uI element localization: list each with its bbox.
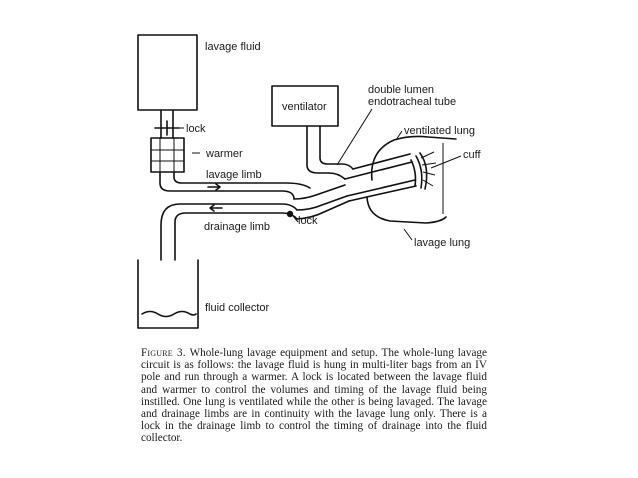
drainage-flow-arrow	[209, 204, 223, 212]
drainage-limb-label: drainage limb	[204, 221, 270, 233]
ventilated-lung-outline	[370, 135, 457, 181]
caption-label: Figure 3.	[141, 347, 186, 359]
top-lock-label: lock	[186, 123, 206, 135]
tube-label-line2: endotracheal tube	[368, 96, 456, 108]
bronchial-branches	[420, 151, 437, 187]
drainage-limb-tube	[160, 203, 298, 261]
figure-caption: Figure 3. Whole-lung lavage equipment an…	[141, 347, 487, 445]
lavage-flow-arrow	[207, 183, 221, 191]
ventilated-lung-label: ventilated lung	[404, 125, 475, 137]
ventilator-circuit	[306, 125, 354, 180]
lavage-limb-tube	[159, 171, 311, 200]
lavage-lung-label: lavage lung	[414, 237, 470, 249]
lavage-limb-label: lavage limb	[206, 169, 262, 181]
caption-text: Whole-lung lavage equipment and setup. T…	[141, 347, 487, 445]
ventilator-box	[271, 85, 339, 127]
tube-leader	[336, 108, 373, 166]
circuit-connector	[293, 184, 350, 220]
endotracheal-tube	[344, 153, 417, 202]
mid-lock-leader	[292, 215, 299, 223]
tube-label-line1: double lumen	[368, 84, 434, 96]
mid-lock-marker	[286, 210, 294, 218]
ventilator-label: ventilator	[282, 101, 327, 113]
warmer-tubing	[151, 138, 184, 172]
drip-line	[160, 109, 174, 139]
lavage-lung-outline	[366, 196, 447, 224]
fluid-collector-label: fluid collector	[205, 302, 270, 314]
lavage-fluid-bag	[137, 34, 198, 111]
lavage-lung-leader	[403, 228, 413, 241]
cuff	[410, 152, 428, 190]
fluid-collector	[137, 259, 199, 329]
ventilated-lung-leader	[395, 130, 403, 141]
cuff-leader	[430, 155, 462, 169]
collector-fluid-level	[141, 310, 197, 318]
warmer	[150, 137, 185, 173]
lavage-fluid-label: lavage fluid	[205, 41, 261, 53]
warmer-label: warmer	[205, 148, 243, 160]
cuff-label: cuff	[463, 149, 481, 161]
top-lock-marker	[154, 120, 180, 136]
